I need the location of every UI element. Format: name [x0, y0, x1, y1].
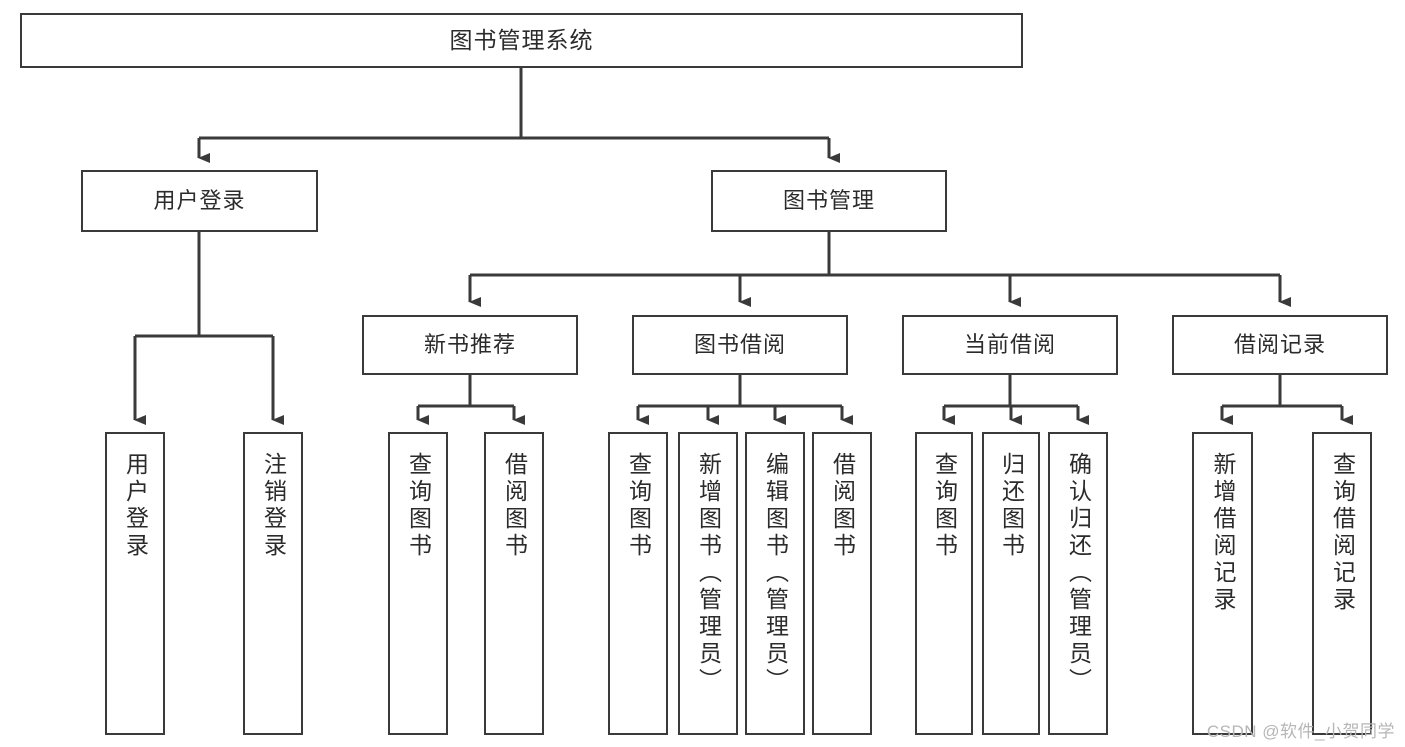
- node-label: 查询图书: [625, 452, 652, 560]
- node-leaf-query-borrow-record[interactable]: 查询借阅记录: [1312, 432, 1372, 735]
- node-label: 查询借阅记录: [1329, 452, 1356, 614]
- node-leaf-logout[interactable]: 注销登录: [243, 432, 303, 735]
- node-label: 新书推荐: [423, 332, 516, 358]
- node-label: 注销登录: [260, 452, 287, 560]
- node-leaf-user-login[interactable]: 用户登录: [105, 432, 165, 735]
- node-root-book-management-system[interactable]: 图书管理系统: [20, 13, 1023, 68]
- node-new-book-recommendation[interactable]: 新书推荐: [362, 315, 578, 375]
- node-label: 用户登录: [153, 188, 246, 214]
- node-leaf-query-books-borrowing[interactable]: 查询图书: [608, 432, 668, 735]
- node-leaf-query-books-current[interactable]: 查询图书: [915, 432, 973, 735]
- node-label: 图书管理: [782, 188, 875, 214]
- node-label: 归还图书: [998, 452, 1025, 560]
- node-label: 借阅图书: [501, 452, 528, 560]
- node-label: 借阅图书: [829, 452, 856, 560]
- node-book-management[interactable]: 图书管理: [711, 170, 947, 232]
- node-user-login[interactable]: 用户登录: [81, 170, 318, 232]
- node-label: 确认归还（管理员）: [1065, 452, 1092, 695]
- node-label: 图书借阅: [693, 332, 786, 358]
- node-label: 借阅记录: [1233, 332, 1326, 358]
- node-leaf-edit-book-admin[interactable]: 编辑图书（管理员）: [745, 432, 805, 735]
- node-leaf-return-books[interactable]: 归还图书: [982, 432, 1040, 735]
- node-label: 新增借阅记录: [1210, 452, 1236, 614]
- node-label: 查询图书: [931, 452, 958, 560]
- node-leaf-confirm-return-admin[interactable]: 确认归还（管理员）: [1048, 432, 1108, 735]
- node-leaf-query-books-recommendation[interactable]: 查询图书: [388, 432, 448, 735]
- node-label: 查询图书: [405, 452, 432, 560]
- node-leaf-add-borrow-record[interactable]: 新增借阅记录: [1192, 432, 1253, 735]
- node-borrowing-records[interactable]: 借阅记录: [1172, 315, 1388, 375]
- node-leaf-borrow-books-recommendation[interactable]: 借阅图书: [484, 432, 544, 735]
- node-current-borrowing[interactable]: 当前借阅: [902, 315, 1118, 375]
- node-label: 当前借阅: [963, 332, 1056, 358]
- node-leaf-add-book-admin[interactable]: 新增图书（管理员）: [678, 432, 738, 735]
- node-label: 编辑图书（管理员）: [762, 452, 789, 695]
- node-book-borrowing[interactable]: 图书借阅: [632, 315, 848, 375]
- node-label: 用户登录: [122, 452, 149, 560]
- node-leaf-borrow-books[interactable]: 借阅图书: [812, 432, 872, 735]
- node-label: 新增图书（管理员）: [695, 452, 722, 695]
- node-label: 图书管理系统: [449, 27, 594, 54]
